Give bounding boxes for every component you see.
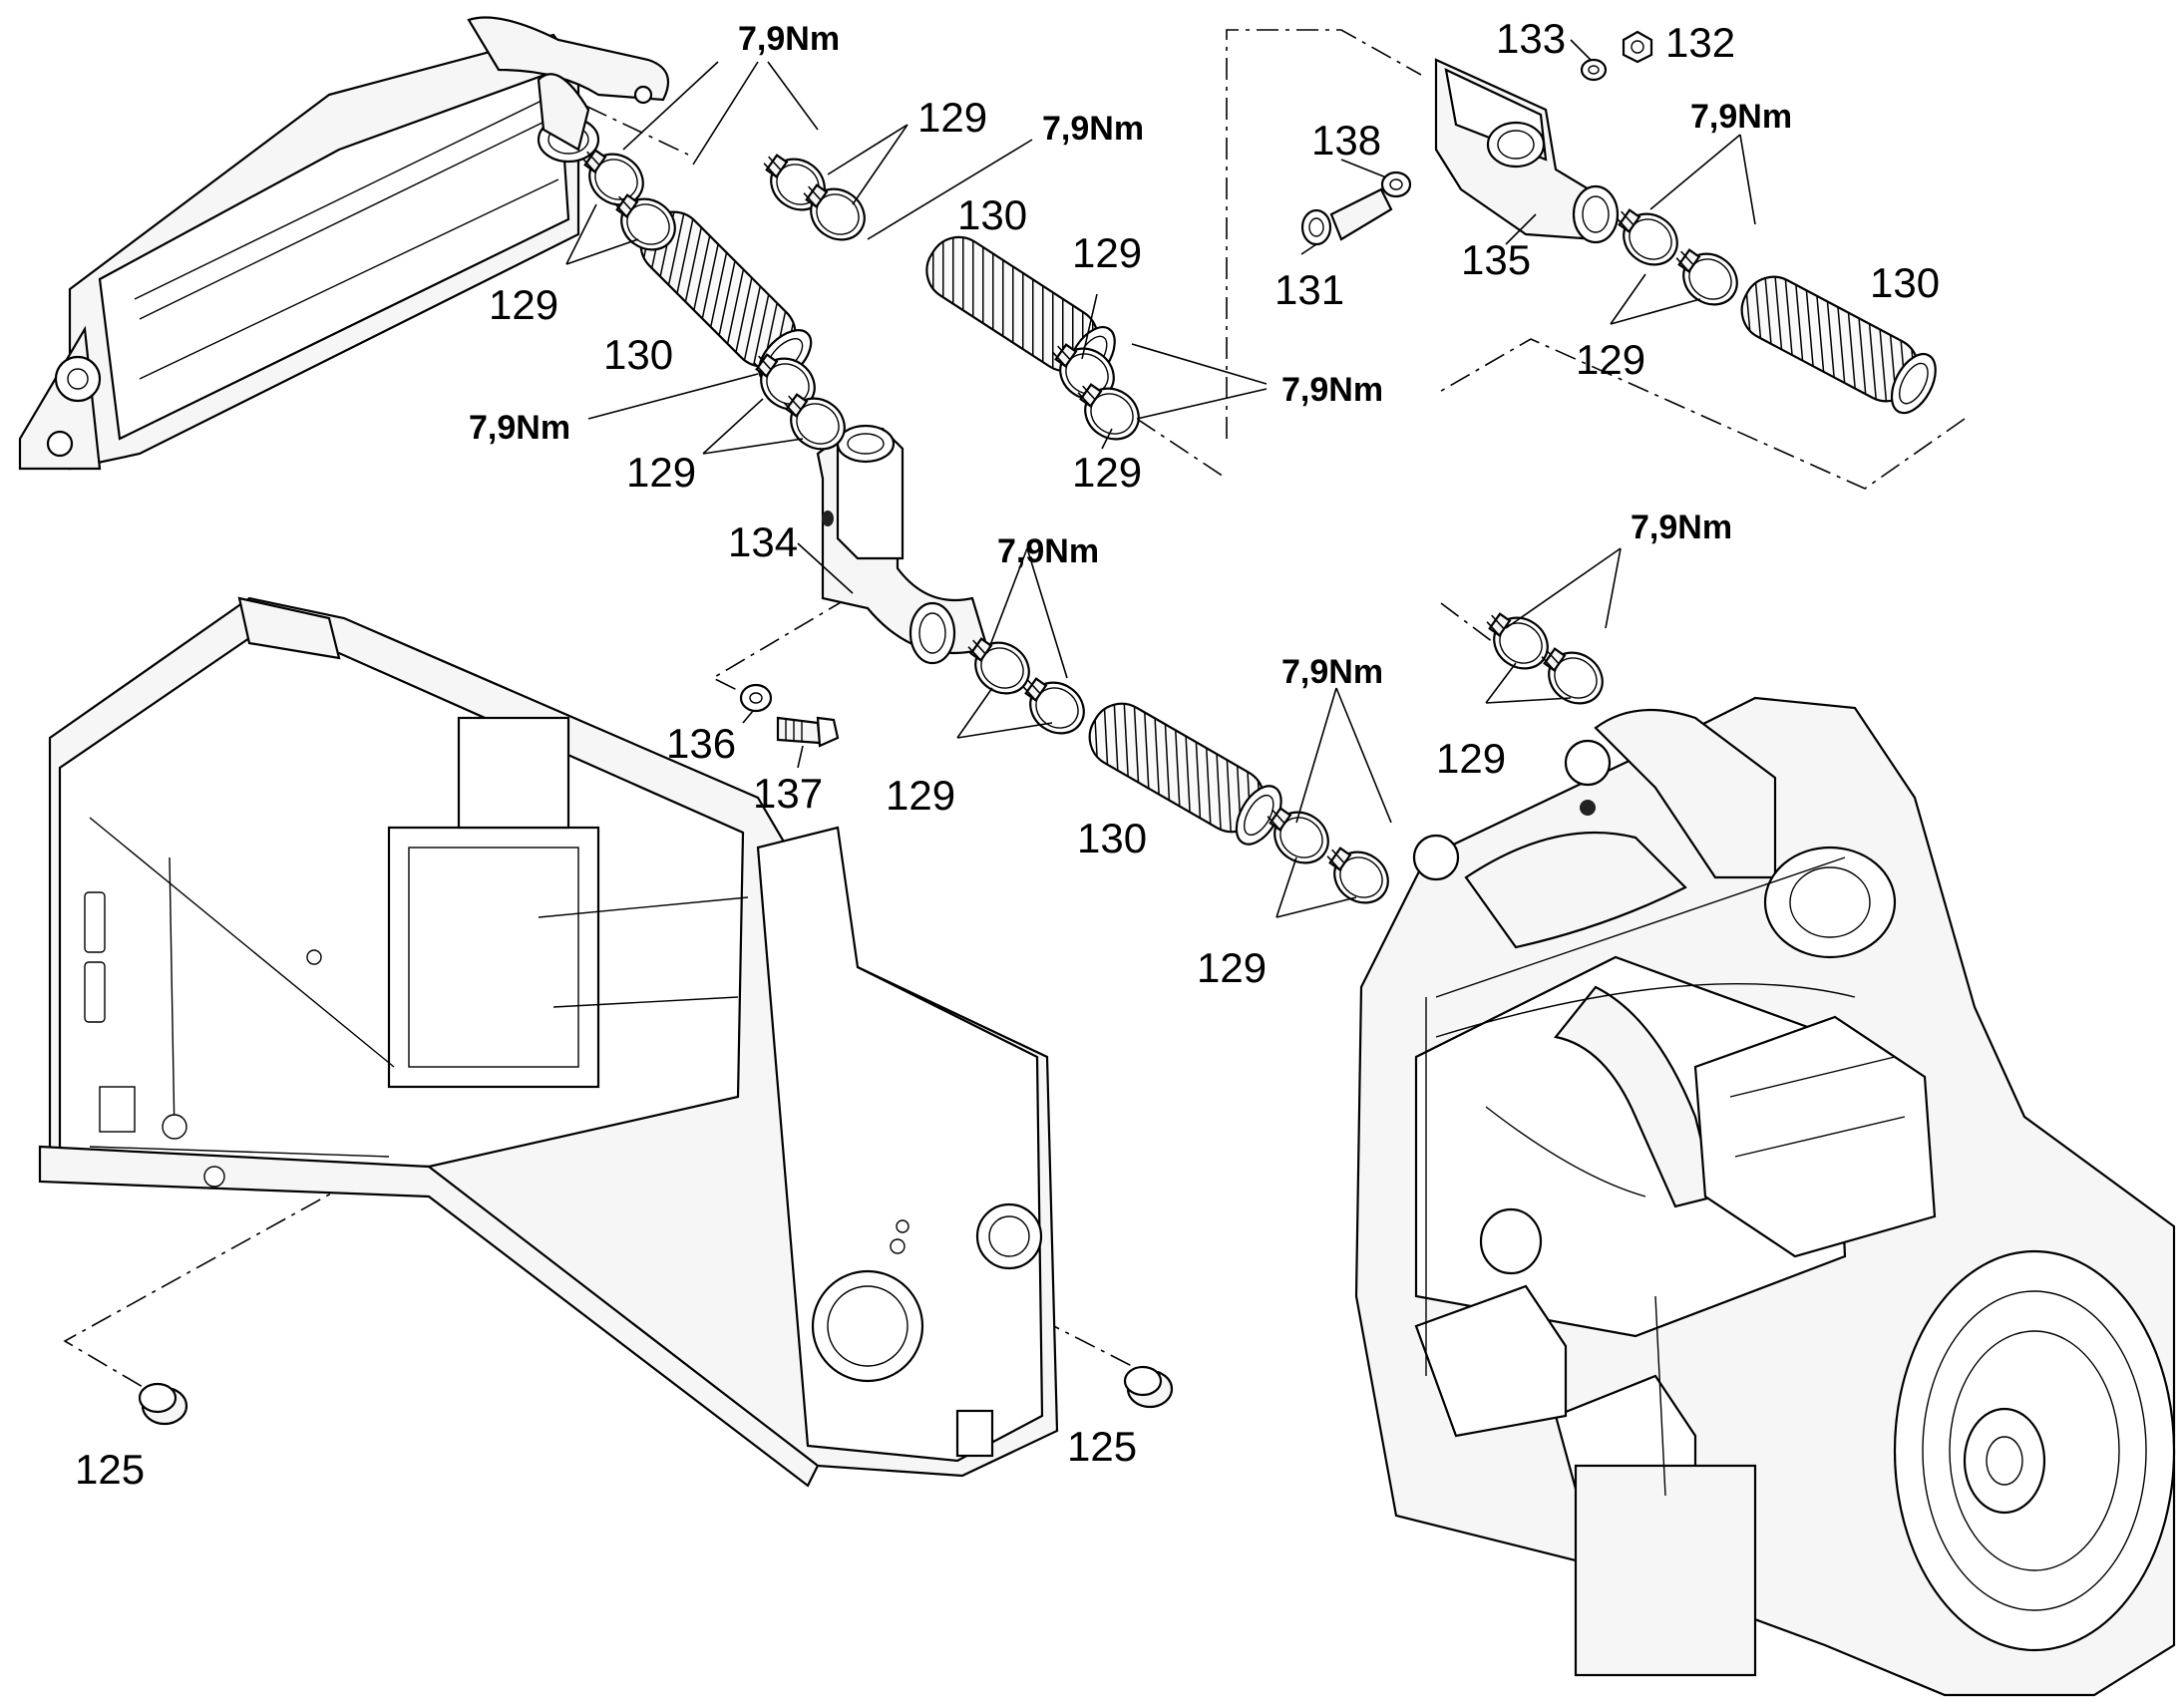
bracket-135 <box>1434 58 1620 244</box>
washer-136 <box>739 683 773 713</box>
clamp-129 <box>1473 599 1559 680</box>
part-label-134: 134 <box>728 518 798 565</box>
centerline-pipe-top <box>1136 418 1228 480</box>
engine <box>1354 696 2176 1697</box>
intercooler <box>18 16 670 471</box>
part-label-136: 136 <box>666 720 736 767</box>
chassis-frame <box>38 596 1059 1488</box>
part-label-132: 132 <box>1665 19 1735 66</box>
centerline-bracket <box>1226 29 1422 439</box>
torque-label: 7,9Nm <box>997 532 1099 570</box>
part-label-129: 129 <box>1197 944 1267 991</box>
washer-133 <box>1580 58 1608 82</box>
centerline-pipe-134 <box>711 597 849 694</box>
part-label-129: 129 <box>1436 735 1506 782</box>
torque-label: 7,9Nm <box>1281 653 1383 691</box>
pipe-134 <box>816 424 989 665</box>
part-label-130: 130 <box>1077 815 1147 861</box>
leader-lines <box>565 39 1756 918</box>
part-label-135: 135 <box>1461 236 1531 283</box>
torque-label: 7,9Nm <box>469 409 570 447</box>
part-label-129: 129 <box>1072 449 1142 496</box>
part-label-131: 131 <box>1274 266 1344 313</box>
part-label-133: 133 <box>1496 15 1566 62</box>
part-label-125: 125 <box>1067 1423 1137 1470</box>
torque-label: 7,9Nm <box>1281 371 1383 409</box>
part-label-129: 129 <box>489 281 558 328</box>
part-label-129: 129 <box>886 772 955 819</box>
torque-label: 7,9Nm <box>1042 110 1144 148</box>
part-label-129: 129 <box>917 94 987 141</box>
hardware <box>138 30 1653 1426</box>
part-label-130: 130 <box>1870 259 1940 306</box>
part-label-130: 130 <box>957 191 1027 238</box>
torque-label: 7,9Nm <box>738 20 840 58</box>
screw-131 <box>1300 187 1393 246</box>
part-label-129: 129 <box>1576 336 1645 383</box>
screw-137 <box>776 716 840 748</box>
part-label-130: 130 <box>603 331 673 378</box>
centerline-clamp-right <box>1440 602 1502 649</box>
part-label-129: 129 <box>626 449 696 496</box>
part-label-125: 125 <box>75 1446 145 1493</box>
part-label-129: 129 <box>1072 229 1142 276</box>
callout-labels: 7,9Nm 129 7,9Nm 130 129 129 130 7,9Nm 7,… <box>75 15 1940 1493</box>
nut-132 <box>1622 30 1653 64</box>
torque-label: 7,9Nm <box>1631 509 1732 546</box>
centerline-right-hose <box>1435 338 1966 490</box>
torque-label: 7,9Nm <box>1690 98 1792 136</box>
plug-125-right <box>1123 1365 1174 1409</box>
part-label-137: 137 <box>753 770 823 817</box>
plug-125-left <box>138 1382 188 1426</box>
part-label-138: 138 <box>1311 117 1381 164</box>
washer-138 <box>1380 171 1412 198</box>
